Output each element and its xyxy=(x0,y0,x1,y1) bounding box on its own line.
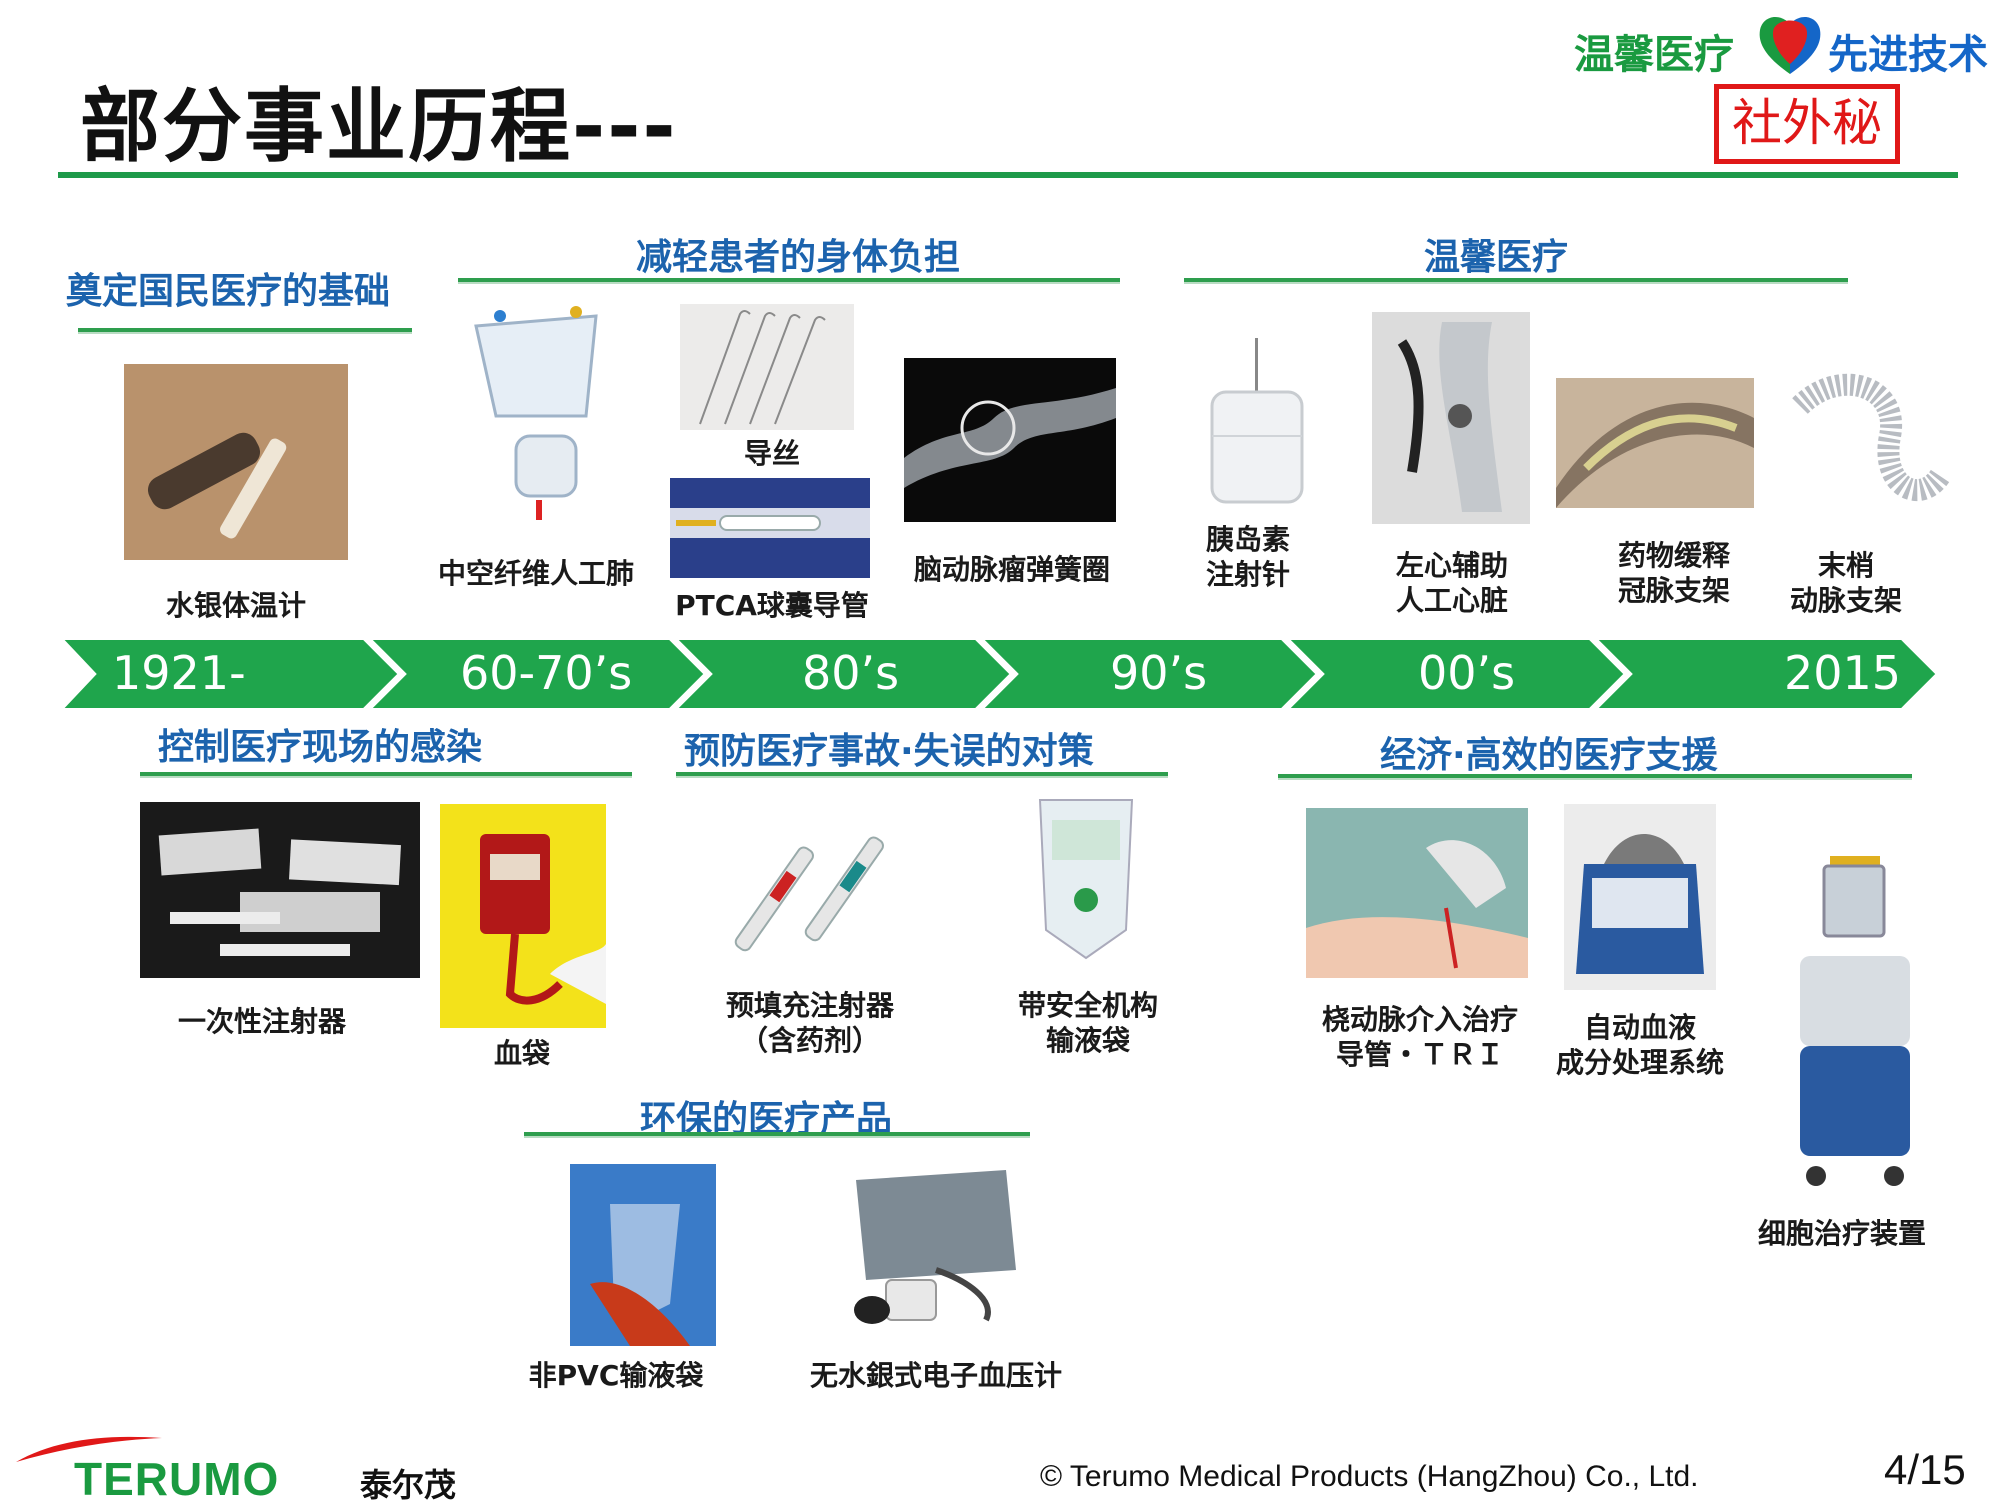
label-thermometer: 水银体温计 xyxy=(165,589,307,622)
label-non-pvc-bag: 非PVC输液袋 xyxy=(528,1359,704,1392)
category-reduce-burden-rule xyxy=(458,278,1120,284)
label-lvad: 左心辅助人工心脏 xyxy=(1395,549,1509,617)
title-divider xyxy=(58,172,1958,178)
bp-meter-photo xyxy=(836,1160,1020,1332)
cell-therapy-device-photo xyxy=(1780,806,1930,1194)
era-00s: 00’s xyxy=(1418,646,1516,700)
aneurysm-coil-photo xyxy=(904,358,1116,522)
page-title: 部分事业历程--- xyxy=(80,80,678,173)
blood-bag-photo xyxy=(440,804,606,1028)
page-number: 4/15 xyxy=(1884,1446,1966,1493)
peripheral-stent-photo xyxy=(1780,366,1950,516)
terumo-brand-cn: 泰尔茂 xyxy=(360,1466,457,1500)
category-economy: 经济·高效的医疗支援 xyxy=(1380,735,1718,776)
category-warm-care-rule xyxy=(1184,278,1848,284)
hollow-fiber-lung-photo xyxy=(456,286,618,532)
lvad-photo xyxy=(1372,312,1530,524)
label-peripheral-stent: 末梢动脉支架 xyxy=(1789,549,1903,617)
confidential-stamp: 社外秘 xyxy=(1714,84,1900,164)
label-drug-eluting-stent: 药物缓释冠脉支架 xyxy=(1617,539,1731,607)
ptca-catheter-photo xyxy=(670,478,870,578)
terumo-swoosh-icon xyxy=(16,1436,162,1462)
label-guidewire: 导丝 xyxy=(743,437,801,470)
category-foundation: 奠定国民医疗的基础 xyxy=(66,271,391,312)
era-2015: 2015 xyxy=(1784,646,1902,700)
category-eco-rule xyxy=(524,1132,1030,1138)
label-cell-therapy-device: 细胞治疗装置 xyxy=(1757,1217,1927,1250)
safety-infusion-bag-photo xyxy=(1030,790,1142,960)
slogan-warm-care: 温馨医疗 xyxy=(1574,32,1734,78)
label-bp-meter: 无水銀式电子血压计 xyxy=(809,1359,1063,1392)
category-reduce-burden: 减轻患者的身体负担 xyxy=(636,237,961,278)
copyright-text: © Terumo Medical Products (HangZhou) Co.… xyxy=(1040,1460,1699,1493)
era-80s: 80’s xyxy=(802,646,900,700)
non-pvc-bag-photo xyxy=(570,1164,716,1346)
label-tri-catheter: 桡动脉介入治疗导管・ＴＲＩ xyxy=(1321,1003,1519,1071)
blood-component-system-photo xyxy=(1564,804,1716,990)
heart-logo-icon xyxy=(1759,16,1821,74)
era-60-70s: 60-70’s xyxy=(460,646,633,700)
label-disposable-syringe: 一次性注射器 xyxy=(177,1005,347,1038)
slogan-advanced-tech: 先进技术 xyxy=(1828,32,1988,78)
era-90s: 90’s xyxy=(1110,646,1208,700)
drug-eluting-stent-photo xyxy=(1556,378,1754,508)
guidewire-photo xyxy=(680,304,854,430)
terumo-logo: TERUMO 泰尔茂 xyxy=(14,1434,456,1500)
label-insulin-needle: 胰岛素注射针 xyxy=(1205,523,1291,591)
category-economy-rule xyxy=(1278,774,1912,780)
label-ptca: PTCA球囊导管 xyxy=(675,589,869,622)
category-infection: 控制医疗现场的感染 xyxy=(158,727,483,768)
category-foundation-rule xyxy=(78,328,412,334)
tri-catheter-photo xyxy=(1306,808,1528,978)
terumo-brand-text: TERUMO xyxy=(74,1453,280,1500)
insulin-needle-photo xyxy=(1198,336,1316,510)
timeline-bar xyxy=(60,636,1940,712)
label-blood-component-system: 自动血液成分处理系统 xyxy=(1555,1011,1725,1079)
category-prevent-errors: 预防医疗事故·失误的对策 xyxy=(684,731,1094,772)
era-1921: 1921- xyxy=(112,646,246,700)
label-prefilled-syringe: 预填充注射器（含药剂） xyxy=(725,989,895,1057)
label-coil: 脑动脉瘤弹簧圈 xyxy=(913,553,1111,586)
thermometer-photo xyxy=(124,364,348,560)
label-blood-bag: 血袋 xyxy=(493,1037,551,1070)
category-prevent-errors-rule xyxy=(676,772,1168,778)
prefilled-syringe-photo xyxy=(716,800,930,970)
category-infection-rule xyxy=(140,772,632,778)
label-safety-infusion-bag: 带安全机构输液袋 xyxy=(1017,989,1159,1057)
disposable-syringe-photo xyxy=(140,802,420,978)
category-warm-care: 温馨医疗 xyxy=(1424,237,1569,278)
label-hollow-fiber-lung: 中空纤维人工肺 xyxy=(437,557,635,590)
